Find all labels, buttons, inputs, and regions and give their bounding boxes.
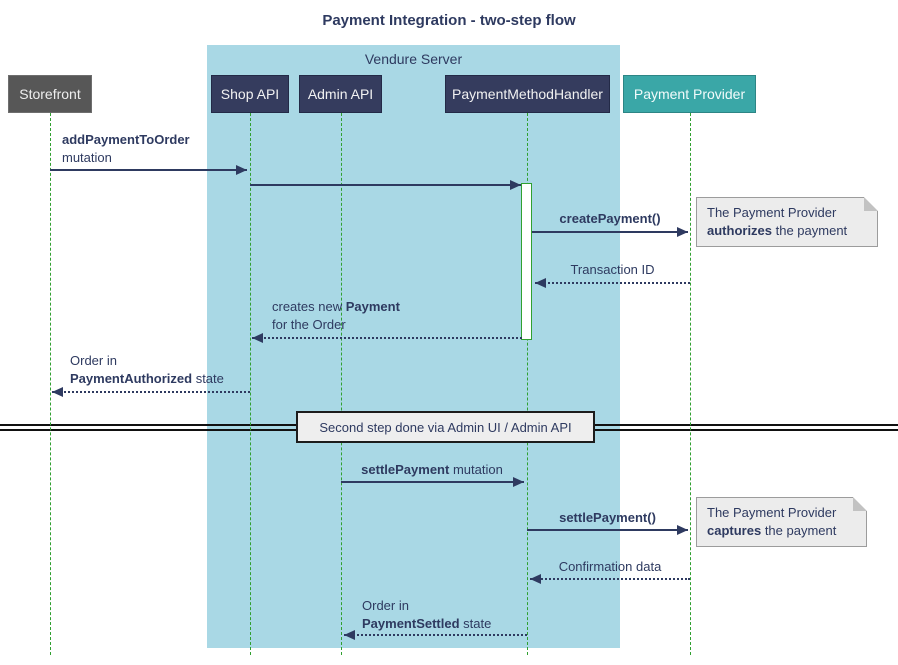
arrowhead-left-icon [535,278,546,288]
lifeline-shop-api [250,113,251,655]
diagram-title: Payment Integration - two-step flow [322,12,576,29]
participant-admin-api: Admin API [299,75,382,113]
participant-admin-api-label: Admin API [307,86,374,102]
vendure-server-label: Vendure Server [364,51,463,67]
note-fold-icon [864,197,878,211]
message-arrow-order-settled [344,630,527,640]
arrowhead-left-icon [52,387,63,397]
participant-payment-method-handler: PaymentMethodHandler [445,75,610,113]
message-arrow-confirmation-data [530,574,690,584]
message-label-confirmation-data: Confirmation data [558,559,662,574]
message-arrow-transaction-id [535,278,690,288]
participant-storefront-label: Storefront [19,86,81,102]
participant-payment-provider: Payment Provider [623,75,756,113]
message-arrow-order-authorized [52,387,250,397]
lifeline-payment-method-handler [527,113,528,655]
message-arrow-settle-payment-call [527,525,688,535]
note-authorize: The Payment Provider authorizes the paym… [696,197,878,247]
divider-label-box: Second step done via Admin UI / Admin AP… [296,411,595,443]
arrowhead-right-icon [236,165,247,175]
message-label-transaction-id: Transaction ID [570,262,655,277]
participant-payment-provider-label: Payment Provider [633,86,746,102]
participant-shop-api-label: Shop API [220,86,280,102]
arrowhead-left-icon [344,630,355,640]
lifeline-payment-provider [690,113,691,655]
message-label-create-payment: createPayment() [559,211,661,226]
message-arrow-shop-to-handler [250,180,521,190]
message-arrow-add-payment [50,165,247,175]
message-label-order-authorized: Order in PaymentAuthorized state [70,353,224,386]
message-label-order-settled: Order in PaymentSettled state [362,598,492,631]
message-arrow-creates-payment [252,333,522,343]
message-label-settle-payment-call: settlePayment() [559,510,656,525]
message-label-add-payment: addPaymentToOrder mutation [62,132,190,165]
message-label-settle-payment-mutation: settlePayment mutation [361,462,503,477]
activation-bar-payment-method-handler [521,183,532,340]
arrowhead-left-icon [252,333,263,343]
arrowhead-right-icon [677,227,688,237]
note-fold-icon [853,497,867,511]
vendure-server-group: Vendure Server [207,45,620,648]
message-arrow-create-payment [532,227,688,237]
arrowhead-right-icon [677,525,688,535]
arrowhead-right-icon [510,180,521,190]
participant-storefront: Storefront [8,75,92,113]
arrowhead-left-icon [530,574,541,584]
lifeline-admin-api [341,113,342,655]
participant-shop-api: Shop API [211,75,289,113]
participant-payment-method-handler-label: PaymentMethodHandler [452,86,603,102]
message-label-creates-payment: creates new Payment for the Order [272,299,400,332]
lifeline-storefront [50,113,51,655]
arrowhead-right-icon [513,477,524,487]
note-capture: The Payment Provider captures the paymen… [696,497,867,547]
message-arrow-settle-payment-mutation [341,477,524,487]
divider-label: Second step done via Admin UI / Admin AP… [319,419,572,435]
